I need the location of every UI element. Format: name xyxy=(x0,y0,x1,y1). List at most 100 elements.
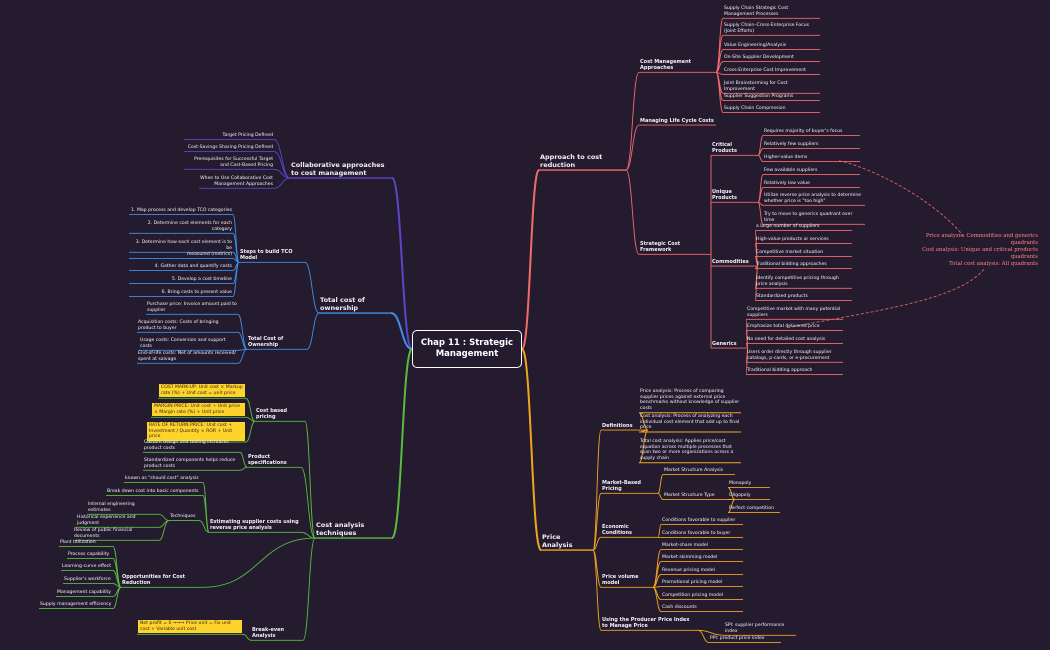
topic-cbp1[interactable]: COST MARK-UP: Unit cost × Markup rate (%… xyxy=(159,384,245,398)
topic-st2[interactable]: 2. Determine cost elements for each cate… xyxy=(147,221,232,232)
topic-ge5[interactable]: Traditional bidding approach xyxy=(747,368,813,373)
topic-co4[interactable]: Traditional bidding approaches xyxy=(756,262,827,267)
topic-def2[interactable]: Cost analysis: Process of analyzing each… xyxy=(640,414,740,431)
topic-ec[interactable]: Economic Conditions xyxy=(602,524,633,537)
topic-ppi[interactable]: Using the Producer Price Index to Manage… xyxy=(602,617,690,630)
topic-cbp[interactable]: Cost based pricing xyxy=(256,408,288,421)
topic-ocr6[interactable]: Supply management efficiency xyxy=(40,602,112,607)
topic-scf[interactable]: Strategic Cost Framework xyxy=(640,241,681,254)
topic-bea[interactable]: Break-even Analysis xyxy=(252,627,285,640)
topic-co[interactable]: Commodities xyxy=(712,259,749,265)
topic-cma4[interactable]: On-Site Supplier Development xyxy=(724,55,794,60)
topic-bea1[interactable]: Net profit = 0 ⇒⇒⇒ Price unit = Fix unit… xyxy=(138,620,242,634)
topic-st4[interactable]: 4. Gather data and quantify costs xyxy=(154,264,232,269)
topic-cp2[interactable]: Relatively few suppliers xyxy=(764,142,819,147)
topic-cbp2[interactable]: MARGIN PRICE: Unit cost ÷ Unit price × M… xyxy=(152,403,245,417)
topic-cma[interactable]: Cost Management Approaches xyxy=(640,59,692,72)
topic-ec2[interactable]: Conditions favorable to buyer xyxy=(662,531,731,536)
topic-co3[interactable]: Competitive market situation xyxy=(756,250,824,255)
topic-cma7[interactable]: Supplier Suggestion Programs xyxy=(724,94,794,99)
topic-pvm2[interactable]: Market skimming model xyxy=(662,555,718,560)
topic-pvm4[interactable]: Promotional pricing model xyxy=(662,580,723,585)
topic-up4[interactable]: Try to move to generics quadrant over ti… xyxy=(764,212,853,223)
topic-pvm3[interactable]: Revenue pricing model xyxy=(662,568,715,573)
topic-cma3[interactable]: Value Engineering/Analysis xyxy=(724,43,787,48)
topic-ge4[interactable]: Users order directly through supplier ca… xyxy=(747,350,832,361)
topic-co6[interactable]: Standardized products xyxy=(756,294,808,299)
topic-tco[interactable]: Total cost of ownership xyxy=(320,296,365,313)
topic-st3b[interactable]: measured (metrics) xyxy=(186,252,232,257)
topic-ge[interactable]: Generics xyxy=(712,341,737,347)
topic-cbp3[interactable]: RATE OF RETURN PRICE: Unit cost + Invest… xyxy=(147,422,245,442)
topic-pvm[interactable]: Price volume model xyxy=(602,574,639,587)
topic-cma6[interactable]: Joint Brainstorming for Cost Improvement xyxy=(724,81,788,92)
topic-st3[interactable]: 3. Determine how each cost element is to… xyxy=(135,240,232,251)
topic-cma1[interactable]: Supply Chain Strategic Cost Management P… xyxy=(724,6,789,17)
topic-ps[interactable]: Product specifications xyxy=(248,454,287,467)
topic-up2[interactable]: Relatively low value xyxy=(764,181,810,186)
topic-cma2[interactable]: Supply Chain–Cross-Enterprise Focus (Joi… xyxy=(724,23,809,34)
topic-cat1[interactable]: Target Pricing Defined xyxy=(222,133,273,138)
topic-mst1[interactable]: Monopoly xyxy=(729,481,752,486)
topic-co5[interactable]: Identify competitive pricing through pri… xyxy=(756,276,839,287)
topic-co1[interactable]: a large number of suppliers xyxy=(756,224,820,229)
topic-tc1[interactable]: Purchase price: Invoice amount paid to s… xyxy=(147,302,237,313)
topic-mlc[interactable]: Managing Life Cycle Costs xyxy=(640,118,714,124)
topic-cp1[interactable]: Requires majority of buyer's focus xyxy=(764,129,843,134)
topic-ocr3[interactable]: Learning-curve effect xyxy=(62,564,112,569)
topic-esc[interactable]: Estimating supplier costs using reverse … xyxy=(210,519,299,532)
topic-mbp[interactable]: Market-Based Pricing xyxy=(602,480,641,493)
topic-ocr4[interactable]: Supplier's workforce xyxy=(64,577,111,582)
topic-ppi1[interactable]: SPI: supplier performance index xyxy=(725,623,785,634)
topic-tc[interactable]: Total Cost of Ownership xyxy=(248,336,284,349)
topic-pvm5[interactable]: Competition pricing model xyxy=(662,593,724,598)
topic-cat2[interactable]: Cost-Savings Sharing Pricing Defined xyxy=(187,145,273,150)
topic-ocr1[interactable]: Plant utilization xyxy=(60,540,96,545)
topic-mst2[interactable]: Oligopoly xyxy=(729,493,751,498)
topic-acr[interactable]: Approach to cost reduction xyxy=(540,153,603,170)
topic-cat[interactable]: Collaborative approaches to cost managem… xyxy=(291,161,385,178)
topic-pa[interactable]: Price Analysis xyxy=(542,533,573,550)
topic-up[interactable]: Unique Products xyxy=(712,189,738,202)
topic-ocr2[interactable]: Process capability xyxy=(68,552,110,557)
topic-cp3[interactable]: Higher-value items xyxy=(764,155,808,160)
topic-mst3[interactable]: Perfect competition xyxy=(729,506,774,511)
topic-cate[interactable]: Cost analysis techniques xyxy=(316,521,365,538)
topic-ppi2[interactable]: PPI: product price index xyxy=(710,636,765,641)
topic-st5[interactable]: 5. Develop a cost timeline xyxy=(171,277,232,282)
topic-cma8[interactable]: Supply Chain Compression xyxy=(724,106,786,111)
topic-esc2[interactable]: Break down cost into basic components xyxy=(107,489,199,494)
topic-co2[interactable]: High-value products or services xyxy=(756,237,829,242)
topic-cma5[interactable]: Cross-Enterprise Cost Improvement xyxy=(724,68,806,73)
topic-ps1[interactable]: Custom design and tooling increases prod… xyxy=(144,440,229,451)
topic-ocr[interactable]: Opportunities for Cost Reduction xyxy=(122,574,186,587)
topic-cp[interactable]: Critical Products xyxy=(712,142,738,155)
topic-cat4[interactable]: When to Use Collaborative Cost Managemen… xyxy=(200,176,273,187)
topic-ge3[interactable]: No need for detailed cost analysis xyxy=(747,337,826,342)
topic-cat3[interactable]: Prerequisites for Successful Target and … xyxy=(194,157,273,168)
topic-msa[interactable]: Market Structure Analysis xyxy=(664,468,724,473)
topic-def[interactable]: Definitions xyxy=(602,423,633,429)
topic-esc1[interactable]: known as "should cost" analysis xyxy=(125,476,199,481)
topic-ec1[interactable]: Conditions favorable to supplier xyxy=(662,518,736,523)
topic-tech1[interactable]: Internal engineering estimates xyxy=(88,502,135,513)
topic-ps2[interactable]: Standardized components helps reduce pro… xyxy=(144,458,236,469)
topic-tech[interactable]: Techniques xyxy=(170,514,196,519)
topic-ge1[interactable]: Competitive market with many potential s… xyxy=(747,307,841,318)
topic-ge2[interactable]: Emphasize total delivered price xyxy=(747,324,820,329)
topic-tc4[interactable]: End-of-life costs: Net of amounts receiv… xyxy=(138,351,236,362)
topic-def1[interactable]: Price analysis: Process of comparing sup… xyxy=(640,389,740,412)
topic-mst[interactable]: Market Structure Type xyxy=(664,493,715,498)
topic-pvm6[interactable]: Cash discounts xyxy=(662,605,697,610)
topic-pvm1[interactable]: Market-share model xyxy=(662,543,708,548)
topic-tech3[interactable]: Review of public financial documents xyxy=(74,528,133,539)
topic-tc2[interactable]: Acquisition costs: Costs of bringing pro… xyxy=(138,320,219,331)
topic-ocr5[interactable]: Management capability xyxy=(57,590,112,595)
topic-tc3[interactable]: Usage costs: Conversion and support cost… xyxy=(140,338,226,349)
topic-def3[interactable]: Total cost analysis: Applies price/cost … xyxy=(640,439,734,462)
topic-st6[interactable]: 6. Bring costs to present value xyxy=(161,290,232,295)
topic-tech2[interactable]: Historical experience and judgment xyxy=(77,515,136,526)
topic-st[interactable]: Steps to build TCO Model xyxy=(240,249,293,262)
topic-st1[interactable]: 1. Map process and develop TCO categorie… xyxy=(131,208,232,213)
